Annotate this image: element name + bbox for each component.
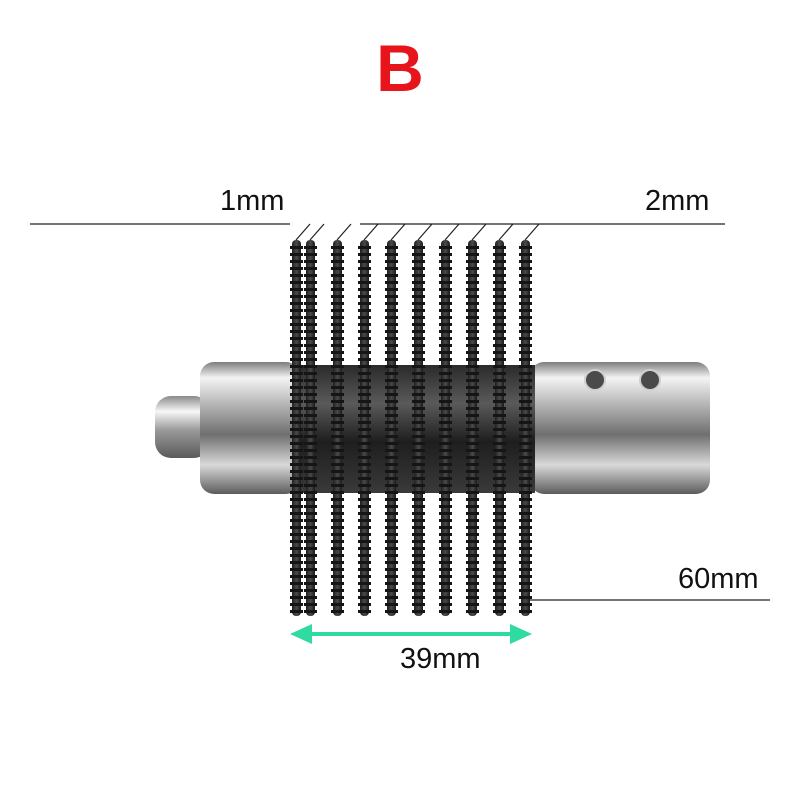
shaft-body [155, 362, 710, 494]
blade-disc [358, 240, 371, 616]
leader-tick [336, 223, 352, 241]
width-arrow-right-head [510, 624, 532, 644]
leader-tick [524, 223, 540, 241]
blade-diameter-label: 60mm [678, 563, 759, 595]
variant-label: B [376, 31, 424, 105]
blade-disc [493, 240, 506, 616]
blade-disc [439, 240, 452, 616]
leader-tick [295, 223, 311, 241]
blade-disc [304, 240, 317, 616]
leader-tick [309, 223, 325, 241]
blade-stack [290, 240, 532, 616]
leader-tick [417, 223, 433, 241]
leader-tick [444, 223, 460, 241]
leader-tick [363, 223, 379, 241]
blade-disc [466, 240, 479, 616]
blade-disc [412, 240, 425, 616]
dimension-lines [30, 223, 770, 644]
set-screw [584, 369, 606, 391]
leader-tick [471, 223, 487, 241]
leader-tick [498, 223, 514, 241]
width-arrow-left-head [290, 624, 312, 644]
shaft-tip [155, 396, 210, 458]
blade-disc [385, 240, 398, 616]
blade-thickness-label: 1mm [220, 185, 285, 217]
leader-ticks [295, 223, 540, 241]
blade-disc [290, 240, 303, 616]
stack-width-label: 39mm [400, 643, 481, 675]
blade-disc [519, 240, 532, 616]
set-screw [639, 369, 661, 391]
blade-disc [331, 240, 344, 616]
leader-tick [390, 223, 406, 241]
shaft-left-section [200, 362, 300, 494]
shaft-right-section [530, 362, 710, 494]
blade-spacing-label: 2mm [645, 185, 710, 217]
